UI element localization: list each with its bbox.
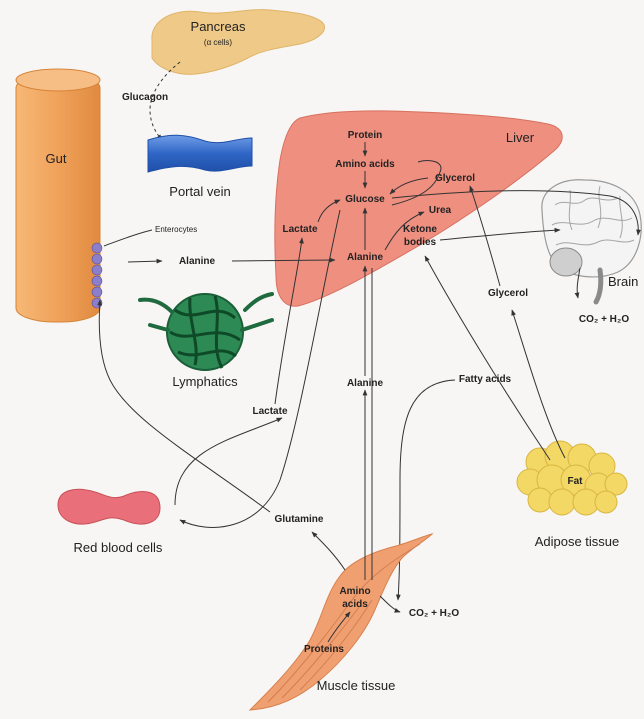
alanine-gut-in-arrow: [128, 261, 162, 262]
glycerol-liver-label: Glycerol: [435, 173, 475, 184]
glucose-label: Glucose: [345, 194, 385, 205]
gut-shape: [16, 74, 100, 322]
amino-acids-liver-label: Amino acids: [335, 159, 395, 170]
ketone-to-brain-arrow: [440, 230, 560, 240]
rbc-to-lactate-arrow: [175, 418, 282, 505]
fatty-acids-to-muscle-arrow: [398, 380, 455, 600]
amino-line1: Amino: [339, 586, 370, 597]
co2-h2o-muscle-label: CO₂ + H₂O: [409, 608, 460, 619]
fat-label: Fat: [568, 476, 584, 487]
lymphatics-label: Lymphatics: [172, 374, 238, 389]
gut-label: Gut: [46, 151, 67, 166]
fat-to-ketone-arrow: [425, 256, 550, 460]
rbc-label: Red blood cells: [74, 540, 163, 555]
lactate-mid-label: Lactate: [252, 406, 287, 417]
ketone-line2: bodies: [404, 237, 437, 248]
gut-top: [16, 69, 100, 91]
muscle-to-glutamine-arrow: [312, 532, 345, 570]
fatty-acids-label: Fatty acids: [459, 374, 512, 385]
ketone-line1: Ketone: [403, 224, 437, 235]
liver-label: Liver: [506, 130, 535, 145]
alanine-liver-label: Alanine: [347, 252, 384, 263]
adipose-label: Adipose tissue: [535, 534, 620, 549]
enterocytes-pointer: [104, 230, 152, 246]
rbc-shape: [58, 489, 160, 524]
fat-to-glycerol-arrow: [512, 310, 565, 458]
brain-label: Brain: [608, 274, 638, 289]
alpha-cells-label: (α cells): [204, 38, 233, 47]
lactate-liver-label: Lactate: [282, 224, 317, 235]
portal-vein-label: Portal vein: [169, 184, 230, 199]
proteins-label: Proteins: [304, 644, 344, 655]
pancreas-label: Pancreas: [191, 19, 246, 34]
lymphatics-shape: [140, 294, 272, 370]
amino-line2: acids: [342, 599, 368, 610]
muscle-label: Muscle tissue: [317, 678, 396, 693]
alanine-mid-label: Alanine: [347, 378, 384, 389]
amino-to-co2-arrow: [380, 596, 400, 612]
enterocytes-label: Enterocytes: [155, 225, 197, 234]
glucagon-label: Glucagon: [122, 92, 168, 103]
glutamine-label: Glutamine: [275, 514, 324, 525]
glycerol-mid-label: Glycerol: [488, 288, 528, 299]
urea-label: Urea: [429, 205, 452, 216]
co2-h2o-brain-label: CO₂ + H₂O: [579, 314, 630, 325]
alanine-gut-label: Alanine: [179, 256, 216, 267]
portal-vein-shape: [148, 135, 252, 172]
protein-label: Protein: [348, 130, 382, 141]
